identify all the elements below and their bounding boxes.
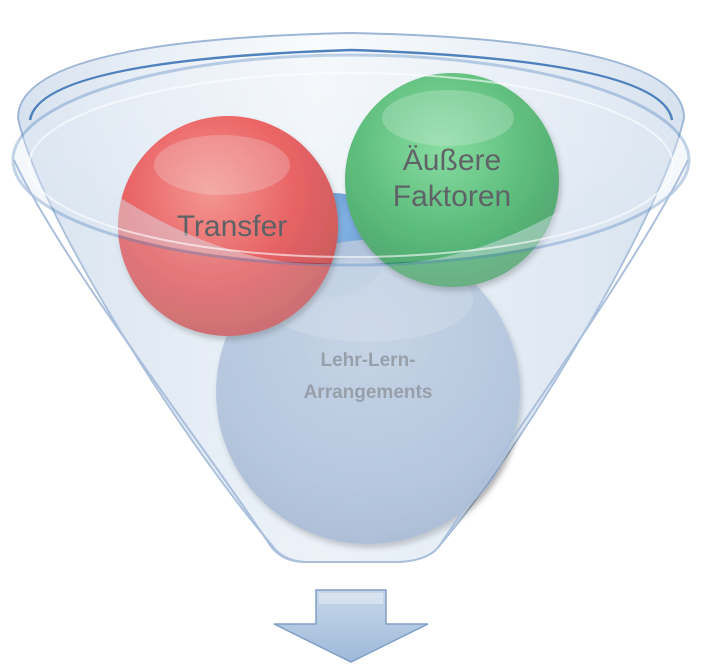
down-arrow-highlight — [319, 593, 383, 604]
funnel-rim-back — [28, 48, 674, 121]
funnel-rim-inner — [28, 72, 674, 258]
funnel-glass-front — [20, 122, 682, 562]
lehr-lern-label-line2: Arrangements — [304, 382, 433, 403]
funnel-outline — [13, 159, 689, 563]
funnel-rim — [11, 53, 691, 267]
lehr-lern-label-line1: Lehr-Lern- — [321, 350, 416, 371]
down-arrow-icon — [273, 589, 429, 663]
